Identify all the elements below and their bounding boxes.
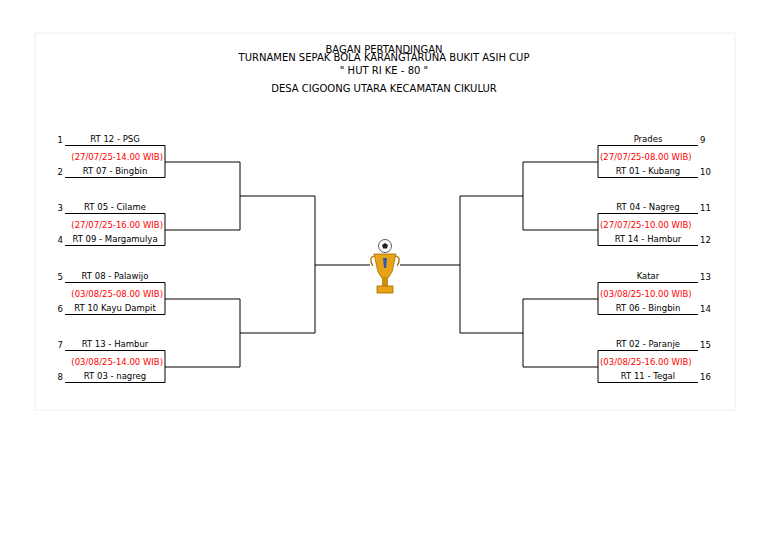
- team-slot: 2RT 07 - Bingbin: [56, 165, 165, 178]
- team-name: RT 07 - Bingbin: [65, 166, 165, 178]
- team-slot: 4RT 09 - Margamulya: [56, 233, 165, 246]
- slot-number: 9: [698, 135, 707, 146]
- team-name: RT 02 - Paranje: [598, 339, 698, 351]
- team-slot: 3RT 05 - Cilame: [56, 201, 165, 214]
- slot-number: 8: [56, 372, 65, 383]
- match-schedule: (03/08/25-10.00 WIB): [600, 289, 692, 299]
- slot-number: 12: [698, 235, 713, 246]
- title-line: " HUT RI KE - 80 ": [340, 65, 428, 76]
- team-name: RT 03 - nagreg: [65, 371, 165, 383]
- match-schedule: (03/08/25-16.00 WIB): [600, 357, 692, 367]
- slot-number: 13: [698, 272, 713, 283]
- team-name: Katar: [598, 271, 698, 283]
- team-slot: 8RT 03 - nagreg: [56, 370, 165, 383]
- slot-number: 4: [56, 235, 65, 246]
- team-slot: 6RT 10 Kayu Dampit: [56, 302, 165, 315]
- team-name: RT 10 Kayu Dampit: [65, 303, 165, 315]
- team-name: RT 09 - Margamulya: [65, 234, 165, 246]
- team-name: RT 14 - Hambur: [598, 234, 698, 246]
- slot-number: 5: [56, 272, 65, 283]
- slot-number: 11: [698, 203, 713, 214]
- match-schedule: (03/08/25-08.00 WIB): [71, 289, 163, 299]
- team-slot: RT 06 - Bingbin14: [598, 302, 713, 315]
- bracket-lines-left: [165, 162, 370, 367]
- title-line: DESA CIGOONG UTARA KECAMATAN CIKULUR: [271, 83, 497, 94]
- team-name: RT 01 - Kubang: [598, 166, 698, 178]
- team-slot: RT 14 - Hambur12: [598, 233, 713, 246]
- slot-number: 3: [56, 203, 65, 214]
- match-schedule: (27/07/25-16.00 WIB): [71, 220, 163, 230]
- match-schedule: (27/07/25-10.00 WIB): [600, 220, 692, 230]
- slot-number: 16: [698, 372, 713, 383]
- match-schedule: (27/07/25-08.00 WIB): [600, 152, 692, 162]
- match-bracket: [165, 146, 166, 178]
- team-slot: 1RT 12 - PSG: [56, 133, 165, 146]
- team-slot: RT 04 - Nagreg11: [598, 201, 713, 214]
- slot-number: 6: [56, 304, 65, 315]
- team-slot: Prades9: [598, 133, 707, 146]
- trophy-icon: [371, 240, 400, 294]
- team-name: RT 11 - Tegal: [598, 371, 698, 383]
- match-bracket: [165, 351, 166, 383]
- team-slot: 5RT 08 - Palawijo: [56, 270, 165, 283]
- team-slot: RT 02 - Paranje15: [598, 338, 713, 351]
- team-slot: Katar13: [598, 270, 713, 283]
- team-name: RT 05 - Cilame: [65, 202, 165, 214]
- slot-number: 14: [698, 304, 713, 315]
- team-slot: RT 11 - Tegal16: [598, 370, 713, 383]
- team-name: Prades: [598, 134, 698, 146]
- team-name: RT 06 - Bingbin: [598, 303, 698, 315]
- slot-number: 7: [56, 340, 65, 351]
- team-slot: RT 01 - Kubang10: [598, 165, 713, 178]
- bracket-lines-right: [400, 162, 598, 367]
- sheet-grid: [35, 33, 735, 410]
- team-name: RT 13 - Hambur: [65, 339, 165, 351]
- team-name: RT 08 - Palawijo: [65, 271, 165, 283]
- title-line: TURNAMEN SEPAK BOLA KARANGTARUNA BUKIT A…: [239, 52, 530, 63]
- match-schedule: (03/08/25-14.00 WIB): [71, 357, 163, 367]
- slot-number: 15: [698, 340, 713, 351]
- match-bracket: [165, 214, 166, 246]
- slot-number: 10: [698, 167, 713, 178]
- slot-number: 1: [56, 135, 65, 146]
- match-bracket: [165, 283, 166, 315]
- team-name: RT 04 - Nagreg: [598, 202, 698, 214]
- team-name: RT 12 - PSG: [65, 134, 165, 146]
- slot-number: 2: [56, 167, 65, 178]
- match-schedule: (27/07/25-14.00 WIB): [71, 152, 163, 162]
- team-slot: 7RT 13 - Hambur: [56, 338, 165, 351]
